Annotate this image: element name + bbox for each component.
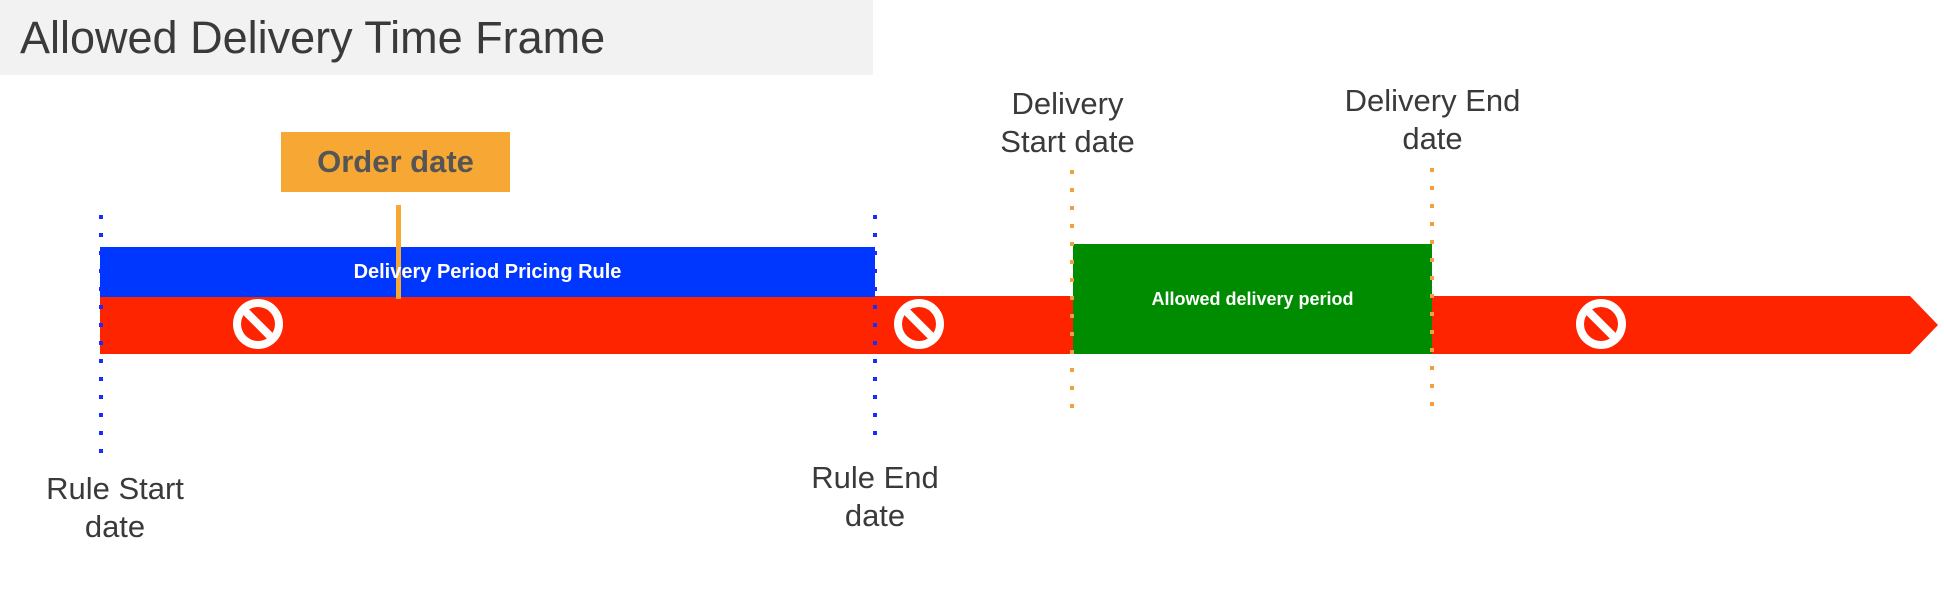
no-entry-icon bbox=[894, 299, 944, 349]
rule-start-label: Rule Start date bbox=[46, 471, 184, 544]
pricing-rule-bar bbox=[100, 247, 875, 297]
pricing-rule-label: Delivery Period Pricing Rule bbox=[353, 260, 622, 283]
delivery-end-label: Delivery End date bbox=[1344, 83, 1521, 156]
allowed-period-bar bbox=[1073, 244, 1432, 354]
delivery-start-label: Delivery Start date bbox=[1000, 86, 1135, 159]
rule-end-label: Rule End date bbox=[811, 460, 939, 533]
timeline-arrow bbox=[100, 296, 1938, 354]
no-entry-icon bbox=[1576, 299, 1626, 349]
allowed-period-label: Allowed delivery period bbox=[1151, 288, 1354, 309]
order-date-box: Order date bbox=[281, 132, 510, 192]
page-title: Allowed Delivery Time Frame bbox=[20, 12, 606, 63]
order-date-label: Order date bbox=[317, 144, 474, 179]
order-date-pointer bbox=[396, 205, 401, 299]
no-entry-icon bbox=[233, 299, 283, 349]
title-banner: Allowed Delivery Time Frame bbox=[0, 0, 873, 75]
